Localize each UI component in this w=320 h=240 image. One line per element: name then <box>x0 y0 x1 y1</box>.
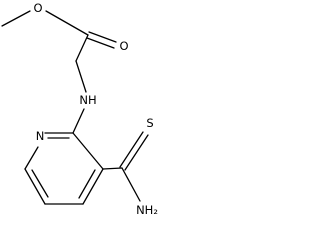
ester-oxygen-label: O <box>33 1 42 15</box>
bond-carbonyl-ch2 <box>75 34 89 62</box>
bond-c6-c5-inner <box>31 169 49 198</box>
bond-c3-thioamide <box>102 167 123 170</box>
thione-sulfur-label: S <box>146 116 153 130</box>
amine-nitrogen-label: NH <box>79 93 96 107</box>
pyridine-nitrogen-label: N <box>36 129 45 143</box>
chemical-structure: O O NH N S NH₂ <box>1 1 158 217</box>
bond-c-s-2 <box>124 134 149 171</box>
bond-c6-c5 <box>24 168 46 205</box>
amide-nitrogen-label: NH₂ <box>136 203 158 217</box>
bond-c4-c3 <box>82 168 104 205</box>
bond-nh-ring <box>72 108 85 134</box>
bond-c-s-1 <box>119 131 144 168</box>
bond-o-carbonyl <box>45 10 89 36</box>
bond-methyl-o <box>1 10 31 27</box>
bond-c-nh2 <box>121 167 141 202</box>
bond-carbonyl-o-1 <box>88 31 117 43</box>
bond-carbonyl-o-2 <box>86 37 115 49</box>
carbonyl-oxygen-label: O <box>119 39 128 53</box>
bond-c3-c2 <box>72 132 104 170</box>
bond-n1-c6 <box>24 146 39 170</box>
bond-c4-c3-inner <box>78 169 96 199</box>
bond-ch2-nh <box>75 60 87 93</box>
